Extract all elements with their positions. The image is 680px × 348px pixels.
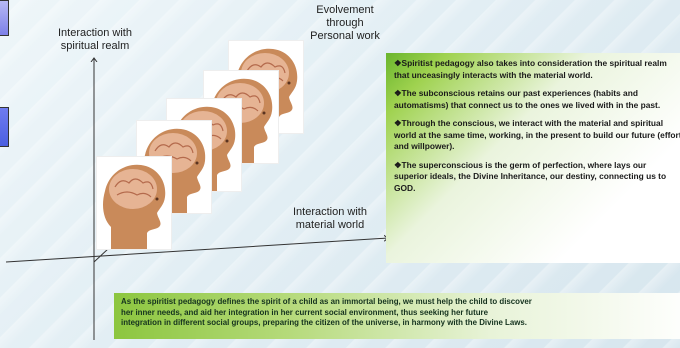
side-tab-top: [0, 0, 9, 36]
conclusion-line-3: integration in different social groups, …: [121, 318, 527, 327]
info-paragraph-subconscious: ❖The subconscious retains our past exper…: [394, 88, 661, 110]
spiritual-axis-label: Interaction with spiritual realm: [58, 27, 132, 52]
info-paragraph-conscious: ❖Through the conscious, we interact with…: [394, 118, 680, 151]
side-tab-middle: [0, 107, 9, 147]
info-box: ❖Spiritist pedagogy also takes into cons…: [386, 53, 680, 263]
evolvement-axis-label: Evolvement through Personal work: [310, 4, 380, 42]
info-paragraph-spiritual-realm: ❖Spiritist pedagogy also takes into cons…: [394, 58, 667, 80]
conclusion-line-2: her inner needs, and aid her integration…: [121, 307, 488, 317]
conclusion-box: As the spiritist pedagogy defines the sp…: [114, 293, 680, 339]
head-brain-image-1: [96, 156, 172, 250]
conclusion-line-1: As the spiritist pedagogy defines the sp…: [121, 297, 532, 306]
material-axis-line: [5, 238, 388, 263]
material-axis-label: Interaction with material world: [293, 206, 367, 231]
info-paragraph-superconscious: ❖The superconscious is the germ of perfe…: [394, 159, 667, 193]
